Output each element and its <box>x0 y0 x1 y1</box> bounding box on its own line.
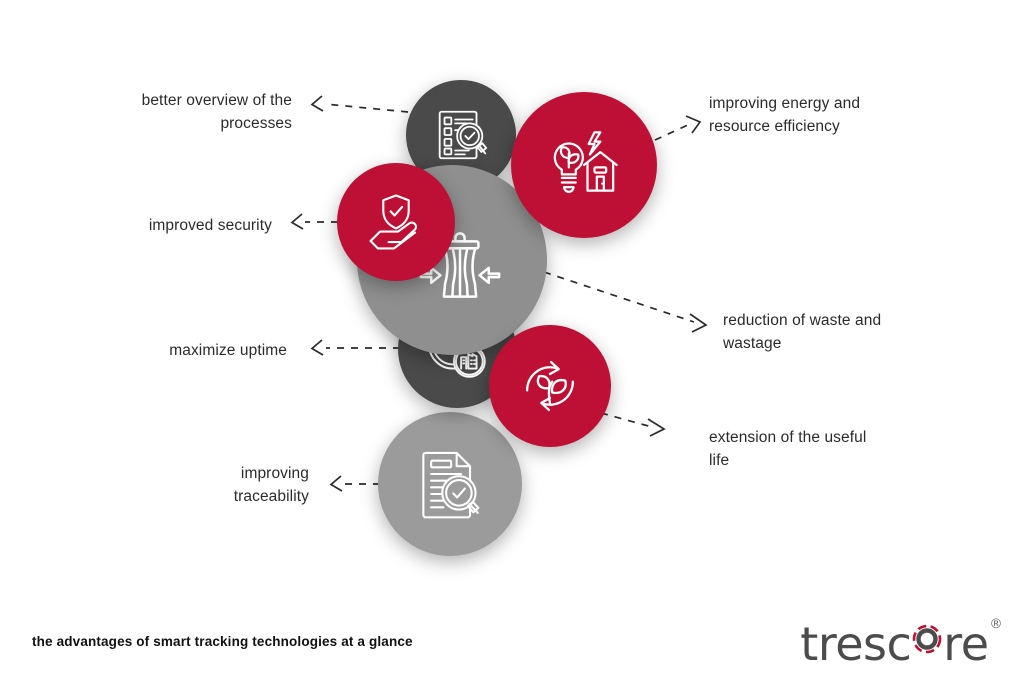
label-overview: better overview of the processes <box>141 92 292 133</box>
label-uptime: maximize uptime <box>169 342 287 359</box>
hand-shield-check-icon <box>360 186 432 258</box>
arrowhead-traceability <box>329 475 343 492</box>
compressed-bin-icon <box>414 223 506 315</box>
label-traceability: improving traceability <box>233 465 309 506</box>
connector-overview <box>324 103 409 113</box>
connector-waste <box>543 271 695 323</box>
connector-energy <box>654 123 691 141</box>
connector-lifespan <box>600 412 653 428</box>
label-lifespan: extension of the useful life <box>709 429 867 470</box>
arrowhead-waste <box>689 313 708 333</box>
page-caption: the advantages of smart tracking technol… <box>32 634 413 649</box>
arrowhead-security <box>290 213 304 230</box>
arrowhead-uptime <box>310 339 324 356</box>
node-circle-traceability[interactable] <box>378 412 522 556</box>
node-circle-lifespan[interactable] <box>489 325 611 447</box>
node-circle-energy[interactable] <box>511 92 657 238</box>
document-magnifier-icon <box>410 444 490 524</box>
eco-bulb-house-icon <box>542 123 626 207</box>
checklist-magnifier-icon <box>430 104 492 166</box>
arrowhead-energy <box>685 115 702 134</box>
logo-registered-mark: ® <box>989 616 1003 632</box>
label-waste: reduction of waste and wastage <box>723 312 882 353</box>
logo-ring-o-icon <box>911 614 943 660</box>
logo-text-after: re <box>943 616 989 671</box>
logo-wordmark: tresc re ® <box>800 614 1002 667</box>
recycle-leaves-icon <box>513 349 587 423</box>
arrowhead-overview <box>310 95 324 112</box>
trescore-logo: tresc re ® <box>800 612 1002 668</box>
node-circle-security[interactable] <box>337 163 455 281</box>
arrowhead-lifespan <box>647 418 666 437</box>
label-energy: improving energy and resource efficiency <box>709 95 861 136</box>
logo-text-before: tresc <box>800 616 912 671</box>
label-security: improved security <box>148 217 272 234</box>
